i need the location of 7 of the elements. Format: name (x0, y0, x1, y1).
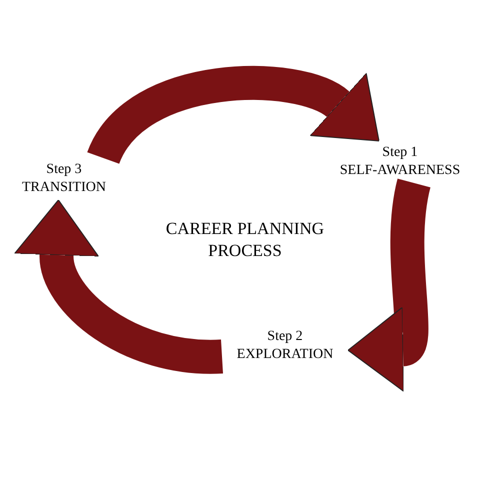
step-label: TRANSITION (22, 179, 106, 197)
step-label: Step 2 (267, 328, 303, 346)
step-label: Step 3 (46, 161, 82, 179)
step-label: SELF-AWARENESS (340, 162, 460, 180)
step-label: EXPLORATION (236, 346, 334, 364)
step-label: Step 1 (382, 144, 418, 162)
center-title: CAREER PLANNING PROCESS (164, 218, 326, 262)
